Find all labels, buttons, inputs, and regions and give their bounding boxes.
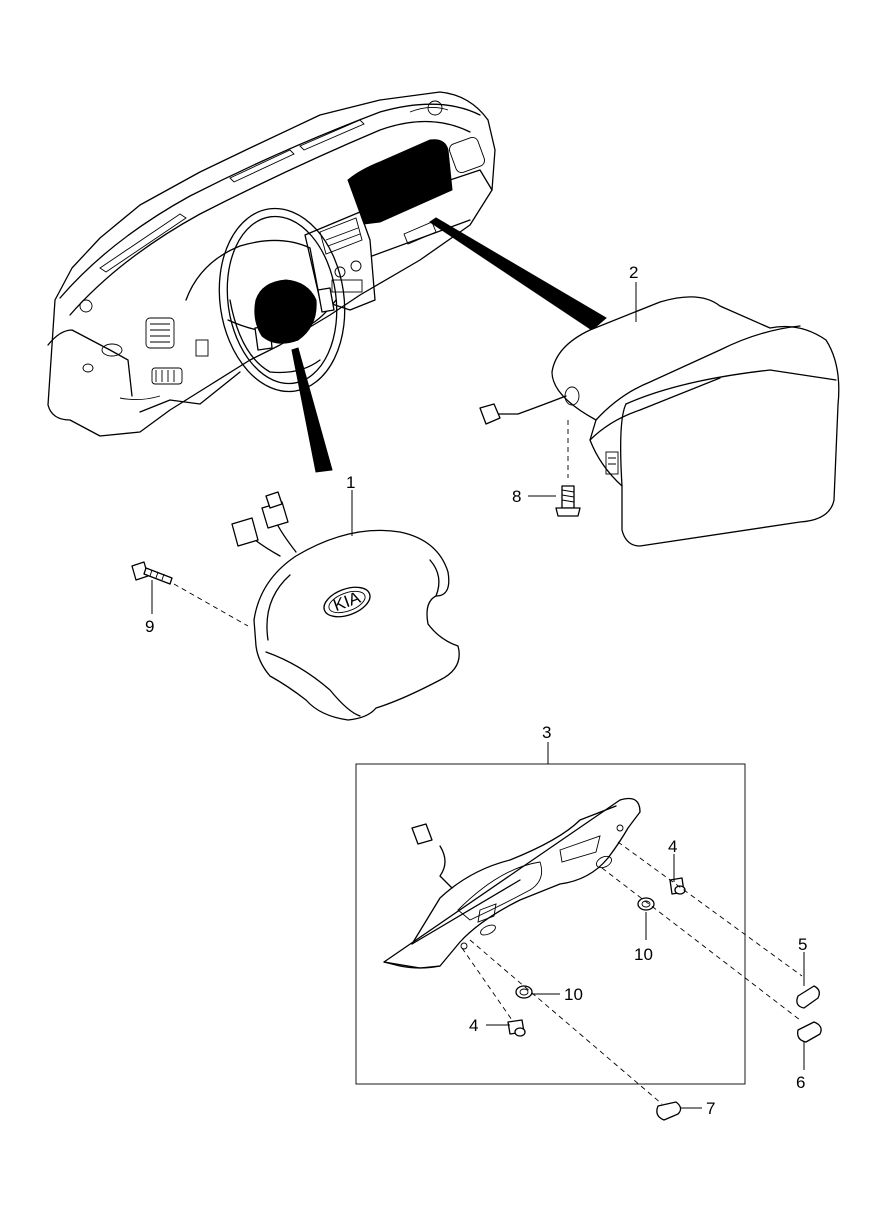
callout-1: 1: [346, 473, 355, 492]
callout-9: 9: [145, 617, 154, 636]
part-3-kit-box: [355, 763, 803, 1105]
callout-8: 8: [512, 487, 521, 506]
passenger-airbag-module: [479, 296, 840, 547]
callout-5: 5: [798, 935, 807, 954]
cap-part-7: [656, 1101, 682, 1121]
driver-airbag-module: KIA: [131, 491, 460, 721]
callout-7: 7: [706, 1099, 715, 1118]
callout-10-lower: 10: [564, 985, 583, 1004]
callout-3: 3: [542, 723, 551, 742]
callout-2: 2: [629, 263, 638, 282]
trim-caps: [656, 985, 822, 1121]
cap-part-5: [796, 985, 820, 1009]
cap-part-6: [797, 1021, 822, 1043]
callout-10-upper: 10: [634, 945, 653, 964]
callout-4-upper: 4: [668, 837, 677, 856]
callout-6: 6: [796, 1073, 805, 1092]
callout-4-lower: 4: [469, 1016, 478, 1035]
callout-labels: 1 2 3 4 4 5 6 7 8 9 10 10: [145, 263, 807, 1118]
instrument-panel-illustration: [47, 91, 607, 473]
callout-leaders: [151, 282, 805, 1109]
